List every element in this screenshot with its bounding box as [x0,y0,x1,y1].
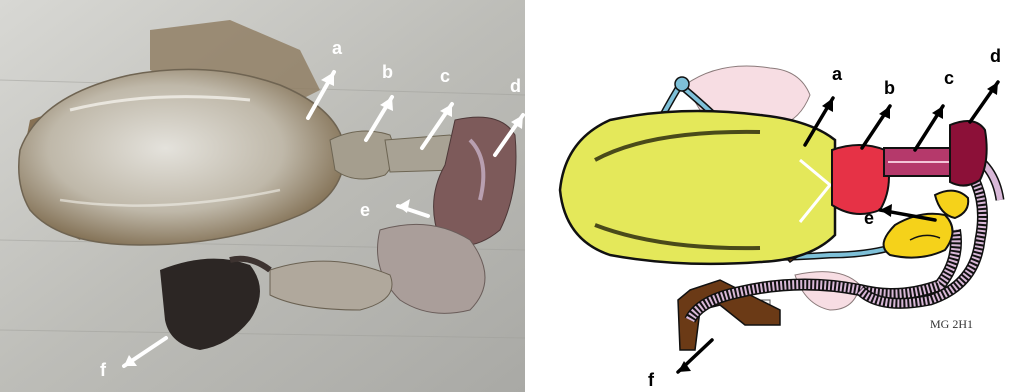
prostate-drawing [950,121,987,186]
bladder-neck-photo [330,131,394,179]
label-c-photo: c [440,66,450,86]
seminal-vesicle-drawing [884,214,953,258]
label-a-photo: a [332,38,343,58]
schematic-drawing: a b c d e f MG 2H1 [540,0,1010,392]
label-d-photo: d [510,76,521,96]
label-a-drawing: a [832,64,843,84]
label-b-drawing: b [884,78,895,98]
label-f-drawing: f [648,370,655,390]
specimen-photo: a b c d e f [0,0,525,392]
label-f-photo: f [100,360,107,380]
label-e-drawing: e [864,208,874,228]
label-e-photo: e [360,200,370,220]
label-b-photo: b [382,62,393,82]
label-d-drawing: d [990,46,1001,66]
label-c-drawing: c [944,68,954,88]
artist-signature: MG 2H1 [930,317,973,331]
bladder-neck-drawing [832,145,889,214]
